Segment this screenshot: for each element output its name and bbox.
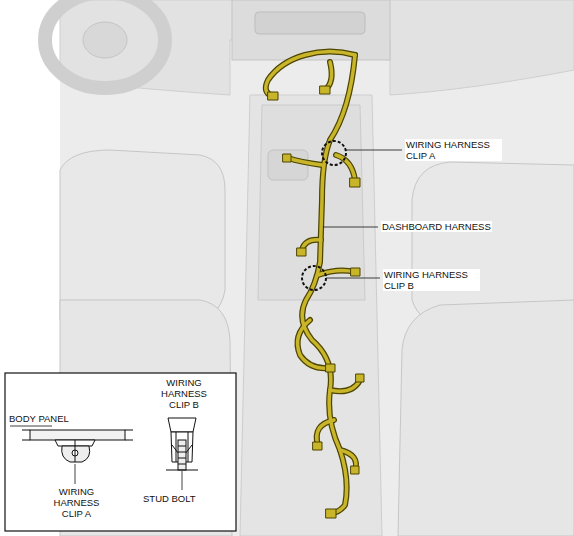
part-label: WIRING HARNESS CLIP A (405, 139, 502, 161)
console-recess (258, 105, 365, 300)
part-label: WIRING HARNESS CLIP B (383, 269, 480, 291)
dashboard-harness (266, 52, 364, 519)
part-label: STUD BOLT (142, 493, 197, 504)
left-seat-cushion (60, 150, 225, 320)
leader-line (75, 464, 76, 484)
part-label: WIRING HARNESS CLIP A (48, 486, 105, 519)
clip-a-circle (322, 141, 346, 165)
clip-b-detail (166, 418, 198, 470)
steering-hub (83, 22, 127, 58)
right-seat-back (398, 300, 574, 536)
clip-a-detail (22, 430, 133, 462)
steering-wheel (45, 0, 165, 88)
part-label: BODY PANEL (8, 413, 70, 424)
leader-line (182, 471, 183, 490)
part-label: DASHBOARD HARNESS (381, 221, 492, 232)
audio-panel (255, 12, 365, 34)
clip-b-circle (302, 266, 326, 290)
leader-lines (323, 150, 402, 278)
inset-frame (5, 373, 236, 531)
part-label: WIRING HARNESS CLIP B (152, 377, 216, 410)
leader-line (10, 426, 52, 427)
floor-tunnel (240, 95, 382, 536)
shift-base (268, 150, 308, 180)
